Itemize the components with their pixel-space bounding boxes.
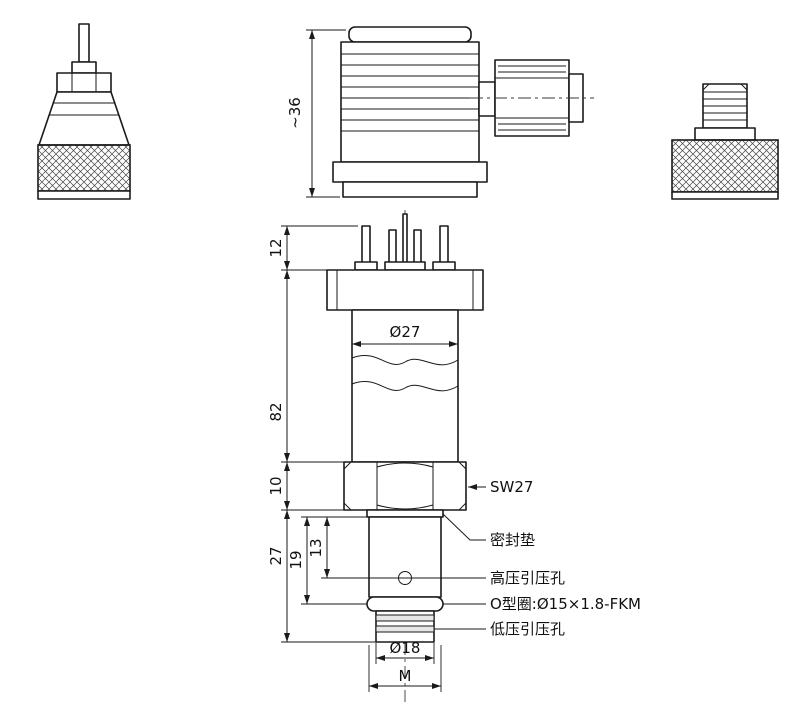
dim-12-text: 12 — [267, 238, 285, 257]
plug-knurled-nut — [37, 144, 131, 192]
dimensions-bottom: Ø18 M — [368, 639, 442, 692]
body-break-lines — [351, 355, 459, 392]
thread-lines — [702, 83, 748, 121]
din-base-flange — [332, 161, 488, 183]
dim-13-text: 13 — [307, 538, 325, 557]
dimensions-left: 12 82 10 27 19 13 — [267, 225, 397, 643]
low-pressure-groove-2 — [375, 625, 435, 633]
label-high-pressure-port: 高压引压孔 — [490, 569, 565, 587]
dim-dia18-text: Ø18 — [390, 639, 421, 657]
connector-flange — [326, 269, 484, 311]
end-knurled-body — [671, 139, 779, 193]
connector-end-view — [671, 83, 779, 200]
dim-thread-text: M — [399, 667, 412, 685]
din-base-step — [342, 181, 478, 198]
dim-19-text: 19 — [287, 550, 305, 569]
sealing-gasket — [366, 509, 444, 518]
din-rib-lines — [341, 53, 479, 132]
dim-body-diameter: Ø27 — [352, 323, 458, 347]
label-seal-gasket: 密封垫 — [490, 531, 535, 549]
low-pressure-groove-1 — [375, 614, 435, 622]
dim-connector-height: ~36 — [286, 29, 346, 198]
label-o-ring: O型圈:Ø15×1.8-FKM — [490, 595, 641, 613]
dim-dia27-text: Ø27 — [390, 323, 421, 341]
o-ring-band — [366, 596, 444, 612]
cable-gland-facets — [495, 65, 569, 131]
dim-82-text: 82 — [267, 402, 285, 421]
plug-hex — [56, 72, 112, 93]
dim-27-text: 27 — [267, 546, 285, 565]
plug-nut-band — [37, 190, 131, 200]
din-body — [340, 41, 480, 163]
dim-36-text: ~36 — [286, 97, 304, 129]
din-connector-side-view — [332, 26, 594, 198]
stud-shoulder — [694, 127, 756, 141]
labels-right: SW27 密封垫 高压引压孔 O型圈:Ø15×1.8-FKM 低压引压孔 — [412, 478, 641, 638]
plug-taper — [38, 91, 130, 146]
hex-section — [343, 461, 467, 511]
body-cylinder — [351, 309, 459, 463]
din-top-cap — [348, 26, 472, 43]
plug-collar — [71, 61, 97, 74]
end-body-band — [671, 191, 779, 200]
transmitter-front-view: Ø27 — [326, 210, 484, 702]
dim-10-text: 10 — [267, 476, 285, 495]
label-low-pressure-port: 低压引压孔 — [490, 620, 565, 638]
cable-gland-hex — [494, 59, 570, 137]
connector-pins — [354, 213, 456, 271]
cable-gland-neck — [478, 81, 496, 117]
plug-pin — [78, 23, 90, 63]
label-sw27: SW27 — [490, 478, 533, 496]
plug-side-view — [37, 23, 131, 200]
